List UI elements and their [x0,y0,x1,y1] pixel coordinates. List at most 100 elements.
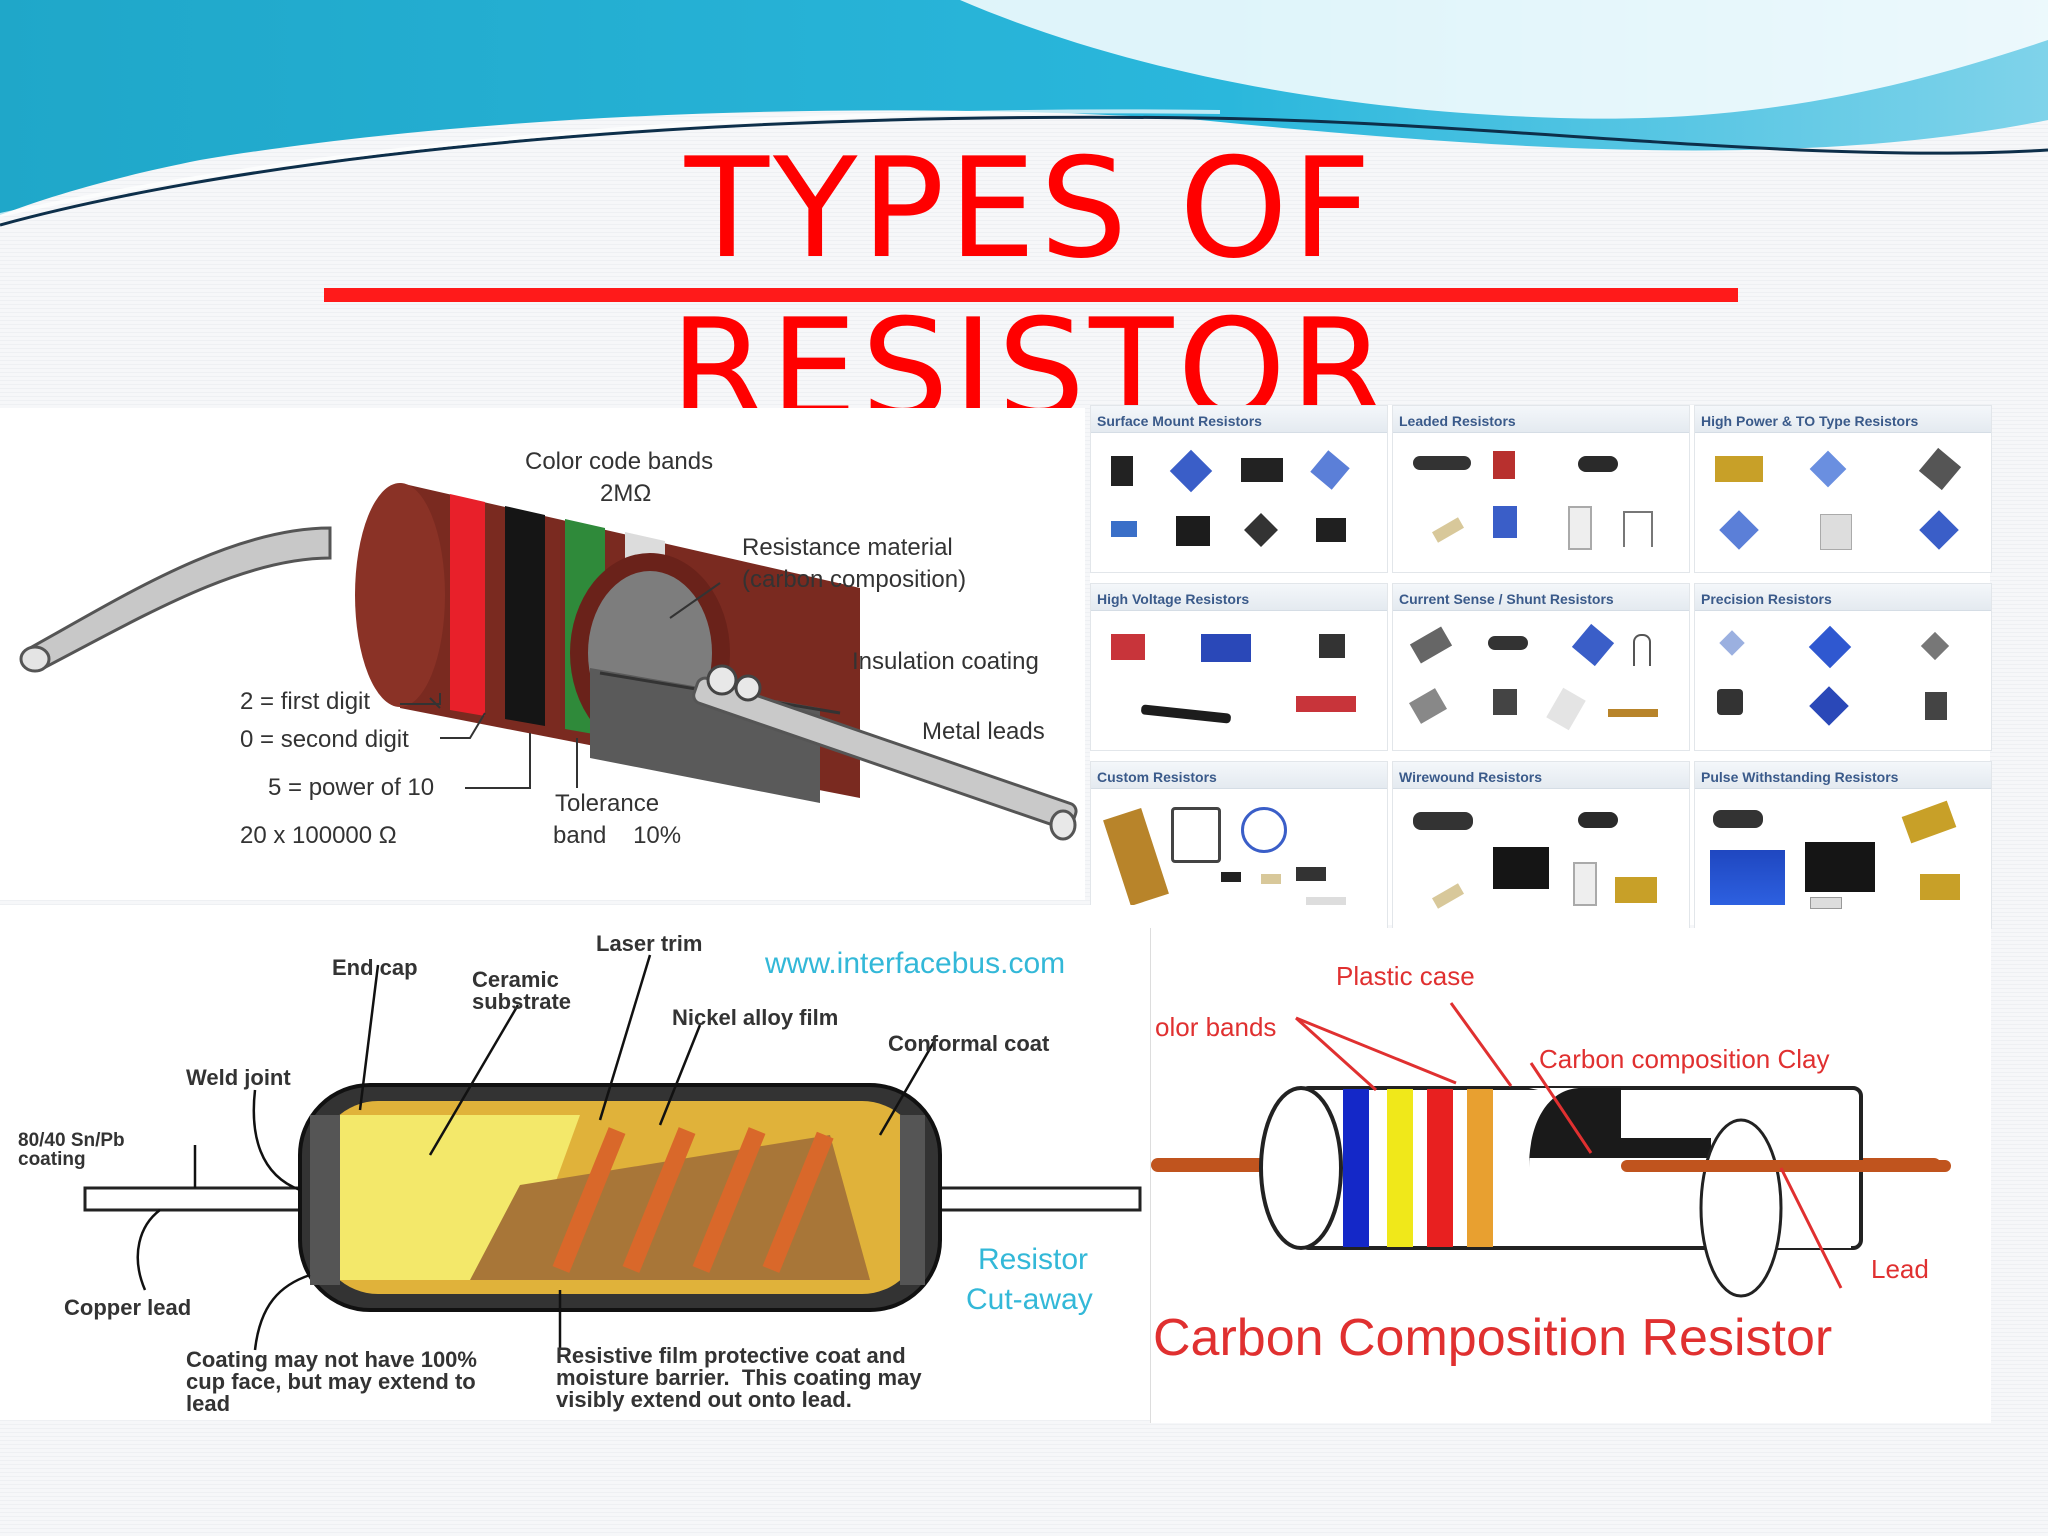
label-lead: Lead [1871,1254,1929,1284]
component-image [1820,514,1852,550]
component-image [1488,636,1528,650]
component-image [1241,458,1283,482]
component-image [1810,897,1842,909]
tile-pulse-withstanding[interactable]: Pulse Withstanding Resistors [1694,761,1992,929]
component-image [1710,850,1785,905]
label-insulation-coating: Insulation coating [852,648,1039,675]
label-carbon-composition: (carbon composition) [742,566,967,593]
component-image [1713,810,1763,828]
component-image [1432,883,1464,909]
component-image [1176,516,1210,546]
component-image [1493,506,1517,538]
component-image [1493,847,1549,889]
label-end-cap: End cap [332,955,418,980]
component-image [1306,897,1346,905]
component-image [1413,456,1471,470]
component-image [1310,450,1350,490]
label-weld-joint: Weld joint [186,1065,291,1090]
tile-label: High Voltage Resistors [1097,591,1250,607]
component-image [1571,623,1615,667]
tile-current-sense[interactable]: Current Sense / Shunt Resistors [1392,583,1690,751]
tile-label: High Power & TO Type Resistors [1701,413,1919,429]
label-laser-trim: Laser trim [596,931,703,956]
component-image [1493,689,1517,715]
tile-precision[interactable]: Precision Resistors [1694,583,1992,751]
component-image [1805,842,1875,892]
label-resistor: Resistor [978,1243,1089,1276]
component-image [1140,704,1232,724]
tile-wirewound[interactable]: Wirewound Resistors [1392,761,1690,929]
label-power-of-10: 5 = power of 10 [268,774,435,801]
component-image [1901,800,1957,844]
component-image [1413,812,1473,830]
label-film-note-1: Resistive film protective coat and [556,1343,906,1368]
carbon-resistor-illustration [19,483,1078,841]
component-image [1719,510,1759,550]
label-first-digit: 2 = first digit [240,688,371,715]
component-image [1546,687,1586,731]
label-carbon-clay: Carbon composition Clay [1539,1044,1830,1074]
header-wave [0,0,2048,227]
label-metal-leads: Metal leads [922,718,1045,745]
label-plastic-case: Plastic case [1336,961,1475,991]
label-coating-note-1: Coating may not have 100% [186,1347,477,1372]
tile-label: Precision Resistors [1701,591,1832,607]
label-second-digit: 0 = second digit [240,726,409,753]
component-image [1296,696,1356,712]
cutaway-illustration [83,954,1142,1351]
component-image [1578,812,1618,828]
component-image [1261,874,1281,884]
tile-high-voltage[interactable]: High Voltage Resistors [1090,583,1388,751]
label-snpb: 80/40 Sn/Pb [18,1130,125,1151]
label-website: www.interfacebus.com [765,947,1066,980]
component-image [1920,874,1960,900]
component-image [1920,631,1950,661]
component-image [1201,634,1251,662]
caption-carbon-composition: Carbon Composition Resistor [1153,1309,1833,1367]
label-color-code-bands: Color code bands [525,448,714,475]
component-image [1809,450,1847,488]
composition-illustration [1151,1002,1951,1298]
component-image [1573,862,1597,906]
component-image [1111,456,1133,486]
label-calculation: 20 x 100000 Ω [240,822,397,849]
label-ceramic: Ceramic [472,967,559,992]
tile-surface-mount[interactable]: Surface Mount Resistors [1090,405,1388,573]
label-coating-note-2: cup face, but may extend to [186,1369,476,1394]
label-band-10: band 10% [553,822,682,849]
label-color-bands: olor bands [1155,1012,1277,1042]
label-tolerance: Tolerance [555,790,660,817]
cutaway-panel: www.interfacebus.com End cap Ceramic sub… [0,905,1150,1420]
component-image [1169,449,1213,493]
tile-label: Current Sense / Shunt Resistors [1399,591,1614,607]
component-image [1717,689,1743,715]
component-image [1432,517,1464,543]
resistor-category-grid: Surface Mount Resistors Leaded Resistors… [1090,405,1992,929]
label-2m-ohm: 2MΩ [600,480,652,507]
component-image [1316,518,1346,542]
component-image [1296,867,1326,881]
label-nickel-film: Nickel alloy film [672,1005,839,1030]
tile-custom[interactable]: Custom Resistors [1090,761,1388,929]
component-image [1615,877,1657,903]
composition-panel: Plastic case olor bands Carbon compositi… [1150,928,1991,1423]
component-image [1568,506,1592,550]
tile-high-power[interactable]: High Power & TO Type Resistors [1694,405,1992,573]
component-image [1918,447,1962,491]
component-image [1409,688,1447,724]
component-image [1715,456,1763,482]
carbon-resistor-panel: Color code bands 2MΩ Resistance material… [0,408,1085,900]
label-cutaway: Cut-away [966,1283,1093,1316]
component-image [1578,456,1618,472]
label-substrate: substrate [472,989,572,1014]
component-image [1244,513,1278,547]
component-image [1623,511,1653,547]
component-image [1111,521,1137,537]
tile-leaded[interactable]: Leaded Resistors [1392,405,1690,573]
label-film-note-3: visibly extend out onto lead. [556,1387,852,1412]
label-coating-note-3: lead [186,1391,231,1416]
component-image [1808,625,1852,669]
component-image [1493,451,1515,479]
component-image [1409,626,1453,664]
